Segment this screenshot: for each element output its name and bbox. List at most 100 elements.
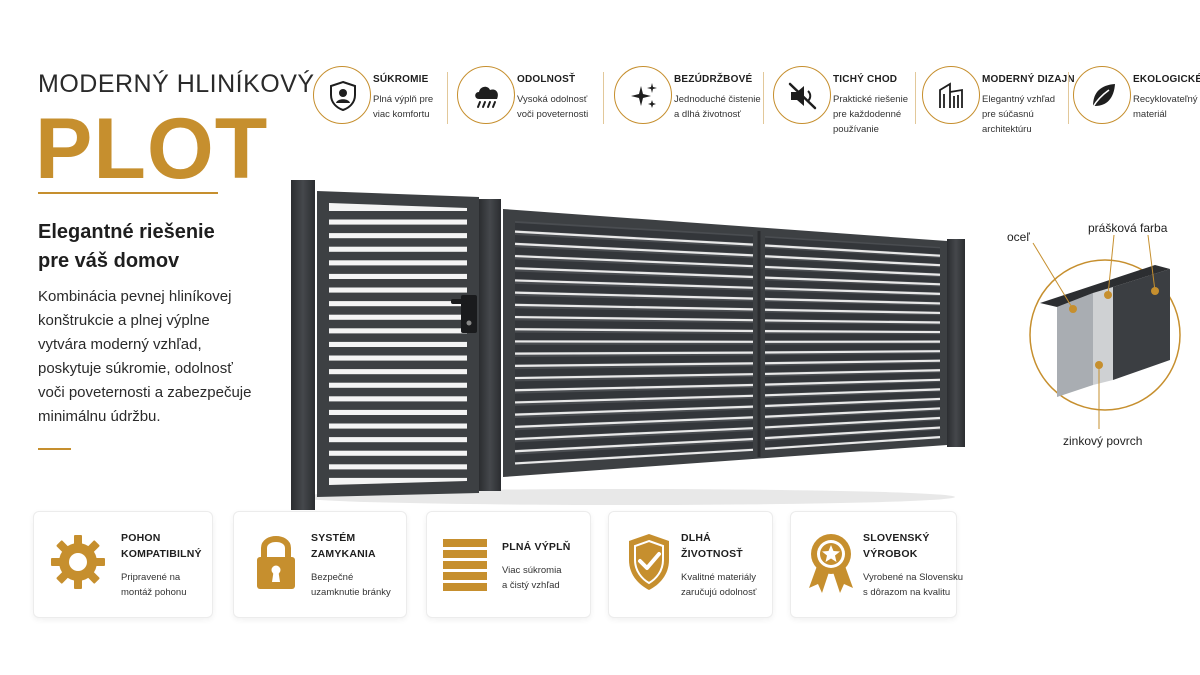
gate-slat (765, 410, 940, 426)
feature-desc-line: architektúru (982, 124, 1032, 135)
gate-slat (329, 211, 467, 220)
card-desc-line: Bezpečné (311, 572, 354, 583)
gate-slat-gap (764, 276, 941, 286)
gate-slat-gap (764, 407, 941, 418)
card-title-line: SLOVENSKÝ (863, 532, 930, 544)
gate-slat (515, 355, 753, 365)
hero-body-line: voči poveternosti a zabezpečuje (38, 384, 252, 401)
rain-cloud-icon (457, 66, 515, 124)
gate-slat (329, 401, 467, 410)
gate-post (947, 239, 965, 447)
gate-slat (515, 441, 753, 462)
card-desc: Kvalitné materiály zaručujú odolnosť (681, 570, 756, 600)
leaf-icon (1073, 66, 1131, 124)
gate-slat-gap (764, 244, 941, 257)
gate-slat (515, 308, 753, 319)
gate-slat-gap (514, 416, 754, 428)
card-motor-compatible: POHON KOMPATIBILNÝ Pripravené na montáž … (33, 511, 213, 618)
feature-desc: Jednoduché čistenie a dlhá životnosť (674, 92, 761, 122)
card-desc-line: a čistý vzhľad (502, 580, 560, 591)
gate-slat (515, 387, 753, 401)
gate-slat (765, 353, 940, 362)
gate-slat (329, 265, 467, 274)
gate-illustration (291, 180, 965, 510)
card-title-line: SYSTÉM (311, 532, 356, 544)
gate-slat-gap (514, 315, 754, 322)
gate-slat-gap (514, 303, 754, 311)
gate-slat-gap (514, 405, 754, 416)
card-title-line: ŽIVOTNOSŤ (681, 548, 743, 560)
gate-slat (765, 343, 940, 352)
card-title: SYSTÉM ZAMYKANIA (311, 530, 376, 562)
feature-desc: Recyklovateľný materiál (1133, 92, 1198, 122)
hero-subtitle: MODERNÝ HLINÍKOVÝ (38, 70, 315, 98)
speaker-mute-icon (773, 66, 831, 124)
hero-heading-line: Elegantné riešenie (38, 221, 215, 243)
gate-slat (765, 237, 940, 255)
gate-slat-gap (514, 394, 754, 404)
gate-slat-gap (764, 330, 941, 334)
gate-slat (329, 251, 467, 261)
hero-heading-line: pre váš domov (38, 250, 180, 272)
feature-desc: Plná výplň pre viac komfortu (373, 92, 433, 122)
zinc-label: zinkový povrch (1063, 434, 1143, 448)
gate-slat (329, 442, 467, 451)
feature-desc: Praktické riešenie pre každodenné použív… (833, 92, 908, 137)
gate-slat-gap (514, 254, 754, 268)
architecture-icon (922, 66, 980, 124)
card-desc: Bezpečné uzamknutie bránky (311, 570, 391, 600)
gate-slat-gap (764, 319, 941, 324)
gate-slat-gap (514, 242, 754, 257)
gate-slat (515, 377, 753, 389)
steel-label: oceľ (1007, 230, 1030, 244)
hero-divider (38, 192, 218, 194)
gate-slat-gap (764, 255, 941, 267)
feature-title: BEZÚDRŽBOVÉ (674, 74, 753, 85)
gate-slat (329, 455, 467, 465)
feature-desc-line: Vysoká odolnosť (517, 94, 588, 105)
gate-slat-gap (514, 448, 754, 465)
sparkles-icon (614, 66, 672, 124)
gate-slat-gap (764, 265, 941, 276)
gate-slat-gap (514, 351, 754, 355)
feature-title: TICHÝ CHOD (833, 74, 898, 85)
card-desc-line: Viac súkromia (502, 565, 562, 576)
hero-body-line: Kombinácia pevnej hliníkovej (38, 288, 232, 305)
gate-slat (329, 306, 467, 315)
feature-desc-line: Recyklovateľný (1133, 94, 1198, 105)
padlock-icon (248, 530, 308, 594)
gate-slat (765, 420, 940, 437)
gate-slat-gap (764, 397, 941, 408)
card-title-line: DLHÁ (681, 532, 711, 544)
gate-slat-gap (764, 297, 941, 305)
gate-slat (765, 301, 940, 312)
feature-divider (915, 72, 916, 124)
card-desc-line: zaručujú odolnosť (681, 587, 757, 598)
gate-slat (765, 391, 940, 405)
gate-slat-gap (764, 359, 941, 365)
feature-desc-line: pre súčasnú (982, 109, 1034, 120)
material-cross-section: oceľ prášková farba zinkový povrch (995, 215, 1200, 465)
gate-slat-gap (764, 308, 941, 315)
feature-desc-line: Praktické riešenie (833, 94, 908, 105)
gate-slat (515, 235, 753, 254)
hero-body-line: konštrukcie a plnej výplne (38, 312, 210, 329)
gate-slat (329, 360, 467, 370)
card-title-line: PLNÁ VÝPLŇ (502, 541, 571, 553)
pedestrian-gate-slats (329, 211, 467, 478)
gate-slat (329, 347, 467, 356)
card-title: DLHÁ ŽIVOTNOSŤ (681, 530, 743, 562)
gate-slat (765, 312, 940, 322)
feature-desc-line: používanie (833, 124, 879, 135)
feature-desc-line: pre každodenné (833, 109, 902, 120)
card-title-line: KOMPATIBILNÝ (121, 548, 202, 560)
award-ribbon-icon (805, 530, 865, 594)
feature-divider (763, 72, 764, 124)
gate-slat (329, 387, 467, 397)
gate-slat (329, 224, 467, 234)
card-title-line: VÝROBOK (863, 548, 918, 560)
gate-slat-gap (764, 388, 941, 397)
gate-slat (515, 296, 753, 308)
card-desc-line: s dôrazom na kvalitu (863, 587, 951, 598)
gate-slat-gap (764, 287, 941, 295)
